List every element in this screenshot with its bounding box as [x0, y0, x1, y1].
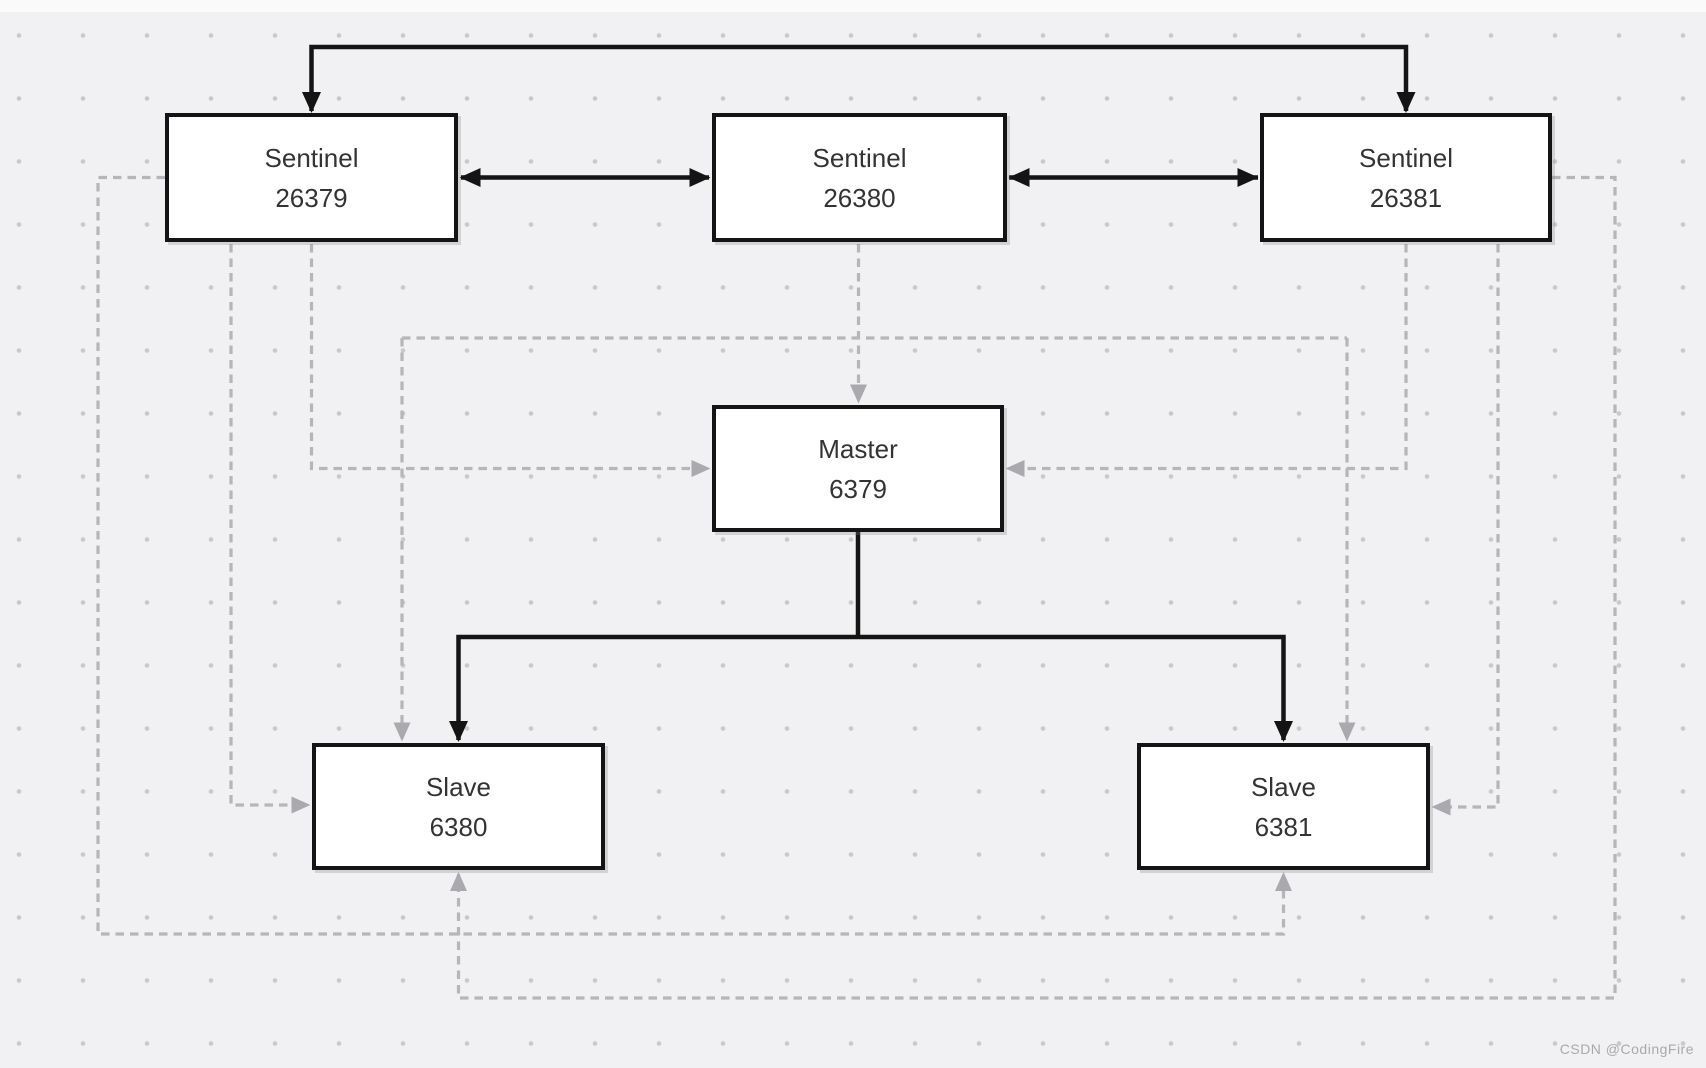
edge-line: [309, 244, 707, 471]
edge-line: [96, 175, 1286, 936]
edge-master-to-slaves: [449, 531, 1293, 742]
node-slave-6380: Slave 6380: [312, 743, 605, 870]
node-port: 6379: [829, 473, 887, 504]
arrow-down-icon: [1274, 721, 1293, 742]
edge-sentinel26380-master: [850, 244, 867, 404]
node-port: 26380: [823, 182, 896, 213]
edge-line: [309, 44, 1409, 111]
edge-sentinel26381-master: [1005, 244, 1408, 477]
edge-sentinel26381-slave6381: [1431, 244, 1500, 816]
node-role: Sentinel: [264, 142, 359, 173]
edge-line: [456, 634, 1286, 740]
edge-sentinel26381-slave6380: [450, 175, 1617, 1000]
edge-sentinel26379-slave6381: [96, 175, 1292, 936]
arrow-down-icon: [1338, 722, 1356, 742]
arrow-left-icon: [1431, 798, 1451, 816]
arrow-up-icon: [450, 872, 467, 891]
arrow-down-icon: [1396, 92, 1416, 113]
node-master-6379: Master 6379: [712, 405, 1004, 532]
edge-line: [1436, 244, 1500, 809]
edge-line: [1009, 244, 1408, 471]
node-role: Sentinel: [812, 142, 907, 173]
arrow-down-icon: [850, 384, 867, 404]
edge-sentinel26379-sentinel26380: [459, 168, 711, 187]
edge-sentinel26380-slaves: [393, 336, 1356, 742]
arrow-left-icon: [459, 168, 481, 187]
arrow-left-icon: [1005, 460, 1025, 477]
node-port: 6380: [429, 811, 488, 842]
node-sentinel-26381: Sentinel 26381: [1260, 113, 1552, 242]
arrow-down-icon: [449, 721, 468, 742]
arrow-right-icon: [1237, 168, 1259, 187]
top-strip: [0, 0, 1706, 12]
arrow-left-icon: [1008, 168, 1030, 187]
edge-sentinel26379-master: [309, 244, 711, 477]
node-port: 26381: [1369, 182, 1443, 213]
edge-sentinel26379-slave6380: [229, 244, 311, 814]
arrow-up-icon: [1275, 872, 1292, 891]
node-port: 26379: [275, 182, 348, 213]
node-sentinel-26380: Sentinel 26380: [712, 113, 1007, 242]
edge-line: [229, 244, 308, 807]
node-sentinel-26379: Sentinel 26379: [165, 113, 458, 242]
arrow-down-icon: [302, 92, 321, 113]
node-port: 6381: [1254, 811, 1313, 842]
node-role: Slave: [425, 771, 492, 802]
edge-line: [456, 175, 1617, 1000]
node-role: Slave: [1250, 771, 1317, 802]
node-role: Master: [818, 433, 898, 464]
arrow-right-icon: [291, 796, 311, 814]
arrow-right-icon: [689, 168, 711, 187]
arrow-down-icon: [393, 722, 411, 742]
node-slave-6381: Slave 6381: [1137, 743, 1430, 870]
node-role: Sentinel: [1359, 142, 1453, 173]
arrow-right-icon: [691, 460, 711, 477]
watermark: CSDN @CodingFire: [1559, 1041, 1694, 1057]
edge-sentinel26379-sentinel26381: [302, 44, 1416, 113]
edge-sentinel26380-sentinel26381: [1008, 168, 1259, 187]
